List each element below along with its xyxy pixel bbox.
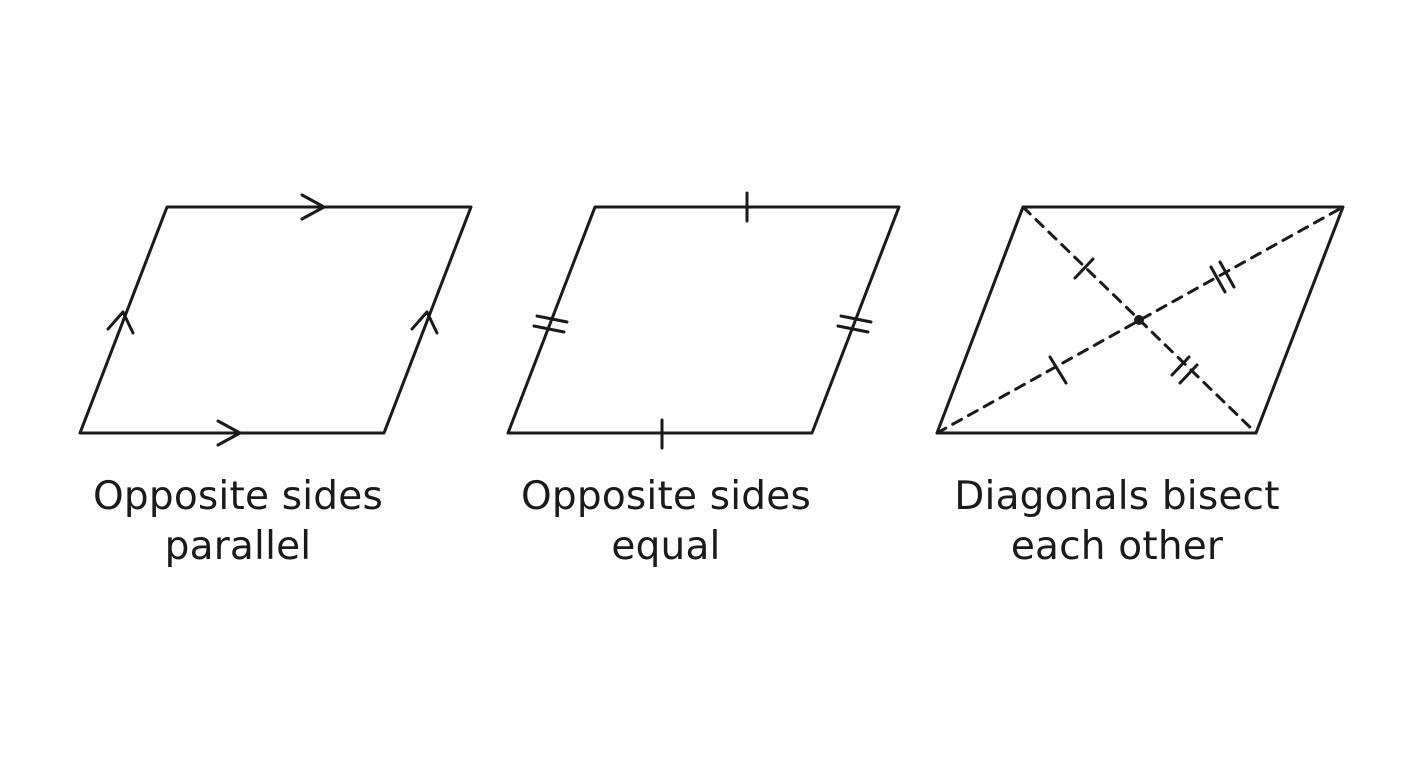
double-tick-left	[532, 314, 569, 334]
equal-sides-figure	[506, 191, 901, 450]
caption-parallel-line1: Opposite sides	[93, 474, 383, 519]
caption-parallel-line2: parallel	[164, 524, 312, 569]
single-tick-diagonal-a-upper	[1073, 257, 1095, 280]
bisecting-diagonals-figure	[935, 205, 1345, 435]
double-tick-diagonal-b-upper	[1209, 260, 1236, 294]
parallel-arrow-bottom	[216, 419, 242, 447]
double-tick-diagonal-a-lower	[1170, 355, 1199, 385]
caption-equal-line2: equal	[611, 524, 721, 569]
double-tick-right	[836, 314, 873, 334]
diagonal-b	[935, 205, 1345, 435]
caption-diagonals: Diagonals bisect each other	[907, 472, 1327, 572]
parallel-sides-figure	[78, 193, 473, 447]
caption-diagonals-line2: each other	[1010, 524, 1224, 569]
parallelogram-2-outline	[506, 205, 901, 435]
caption-equal-line1: Opposite sides	[521, 474, 811, 519]
intersection-point	[1134, 315, 1144, 325]
parallel-arrow-left	[106, 310, 135, 335]
single-tick-diagonal-b-lower	[1048, 355, 1068, 385]
parallel-arrow-right	[410, 310, 439, 335]
caption-diagonals-line1: Diagonals bisect	[954, 474, 1280, 519]
parallelogram-1-outline	[78, 205, 473, 435]
parallel-arrow-top	[300, 193, 326, 221]
caption-equal: Opposite sides equal	[456, 472, 876, 572]
caption-parallel: Opposite sides parallel	[28, 472, 448, 572]
